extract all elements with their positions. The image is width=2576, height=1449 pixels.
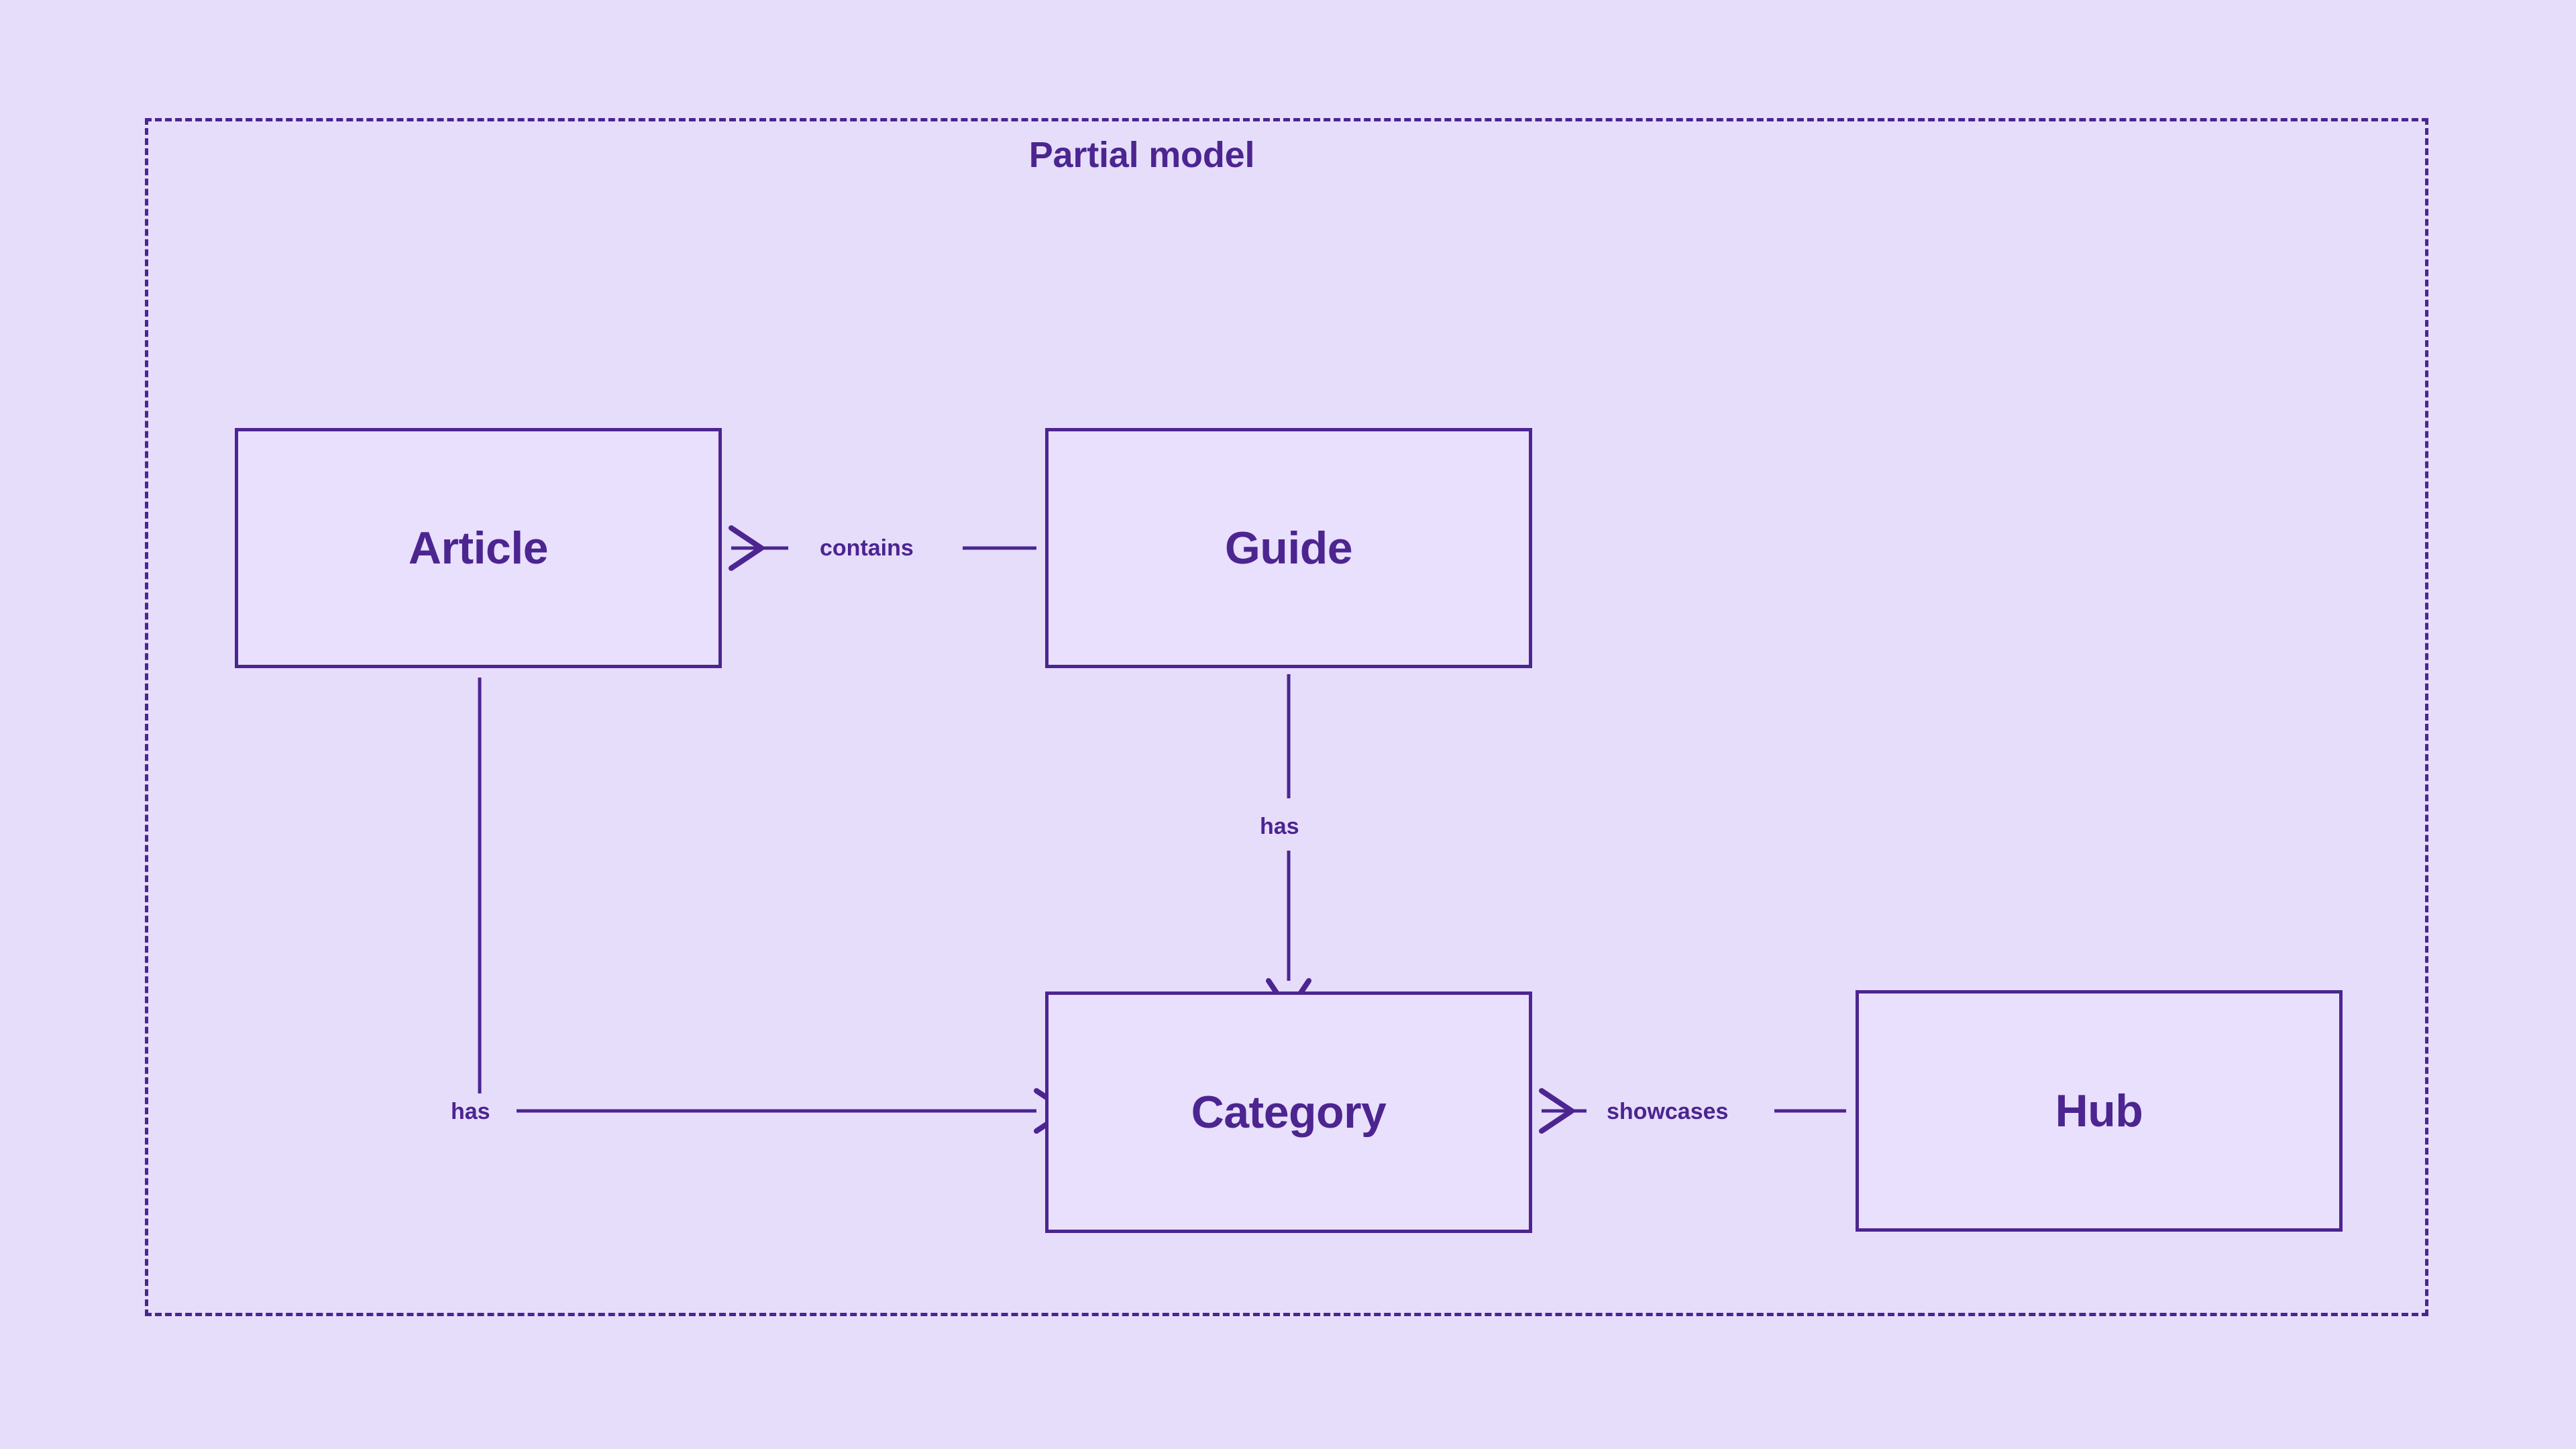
partial-model-title: Partial model xyxy=(1028,135,1255,175)
edge-label-showcases: showcases xyxy=(1607,1099,1729,1124)
node-category[interactable]: Category xyxy=(1045,991,1532,1233)
partial-model-container xyxy=(145,118,2428,1316)
node-article-label: Article xyxy=(408,523,549,574)
node-hub-label: Hub xyxy=(2055,1085,2143,1136)
edge-label-has-article-category: has xyxy=(451,1099,490,1124)
node-article[interactable]: Article xyxy=(235,428,722,668)
node-guide-label: Guide xyxy=(1224,523,1353,574)
edge-label-contains: contains xyxy=(820,535,914,561)
edge-label-has-guide-category: has xyxy=(1260,814,1299,839)
node-guide[interactable]: Guide xyxy=(1045,428,1532,668)
node-hub[interactable]: Hub xyxy=(1856,990,2343,1232)
node-category-label: Category xyxy=(1191,1087,1387,1138)
